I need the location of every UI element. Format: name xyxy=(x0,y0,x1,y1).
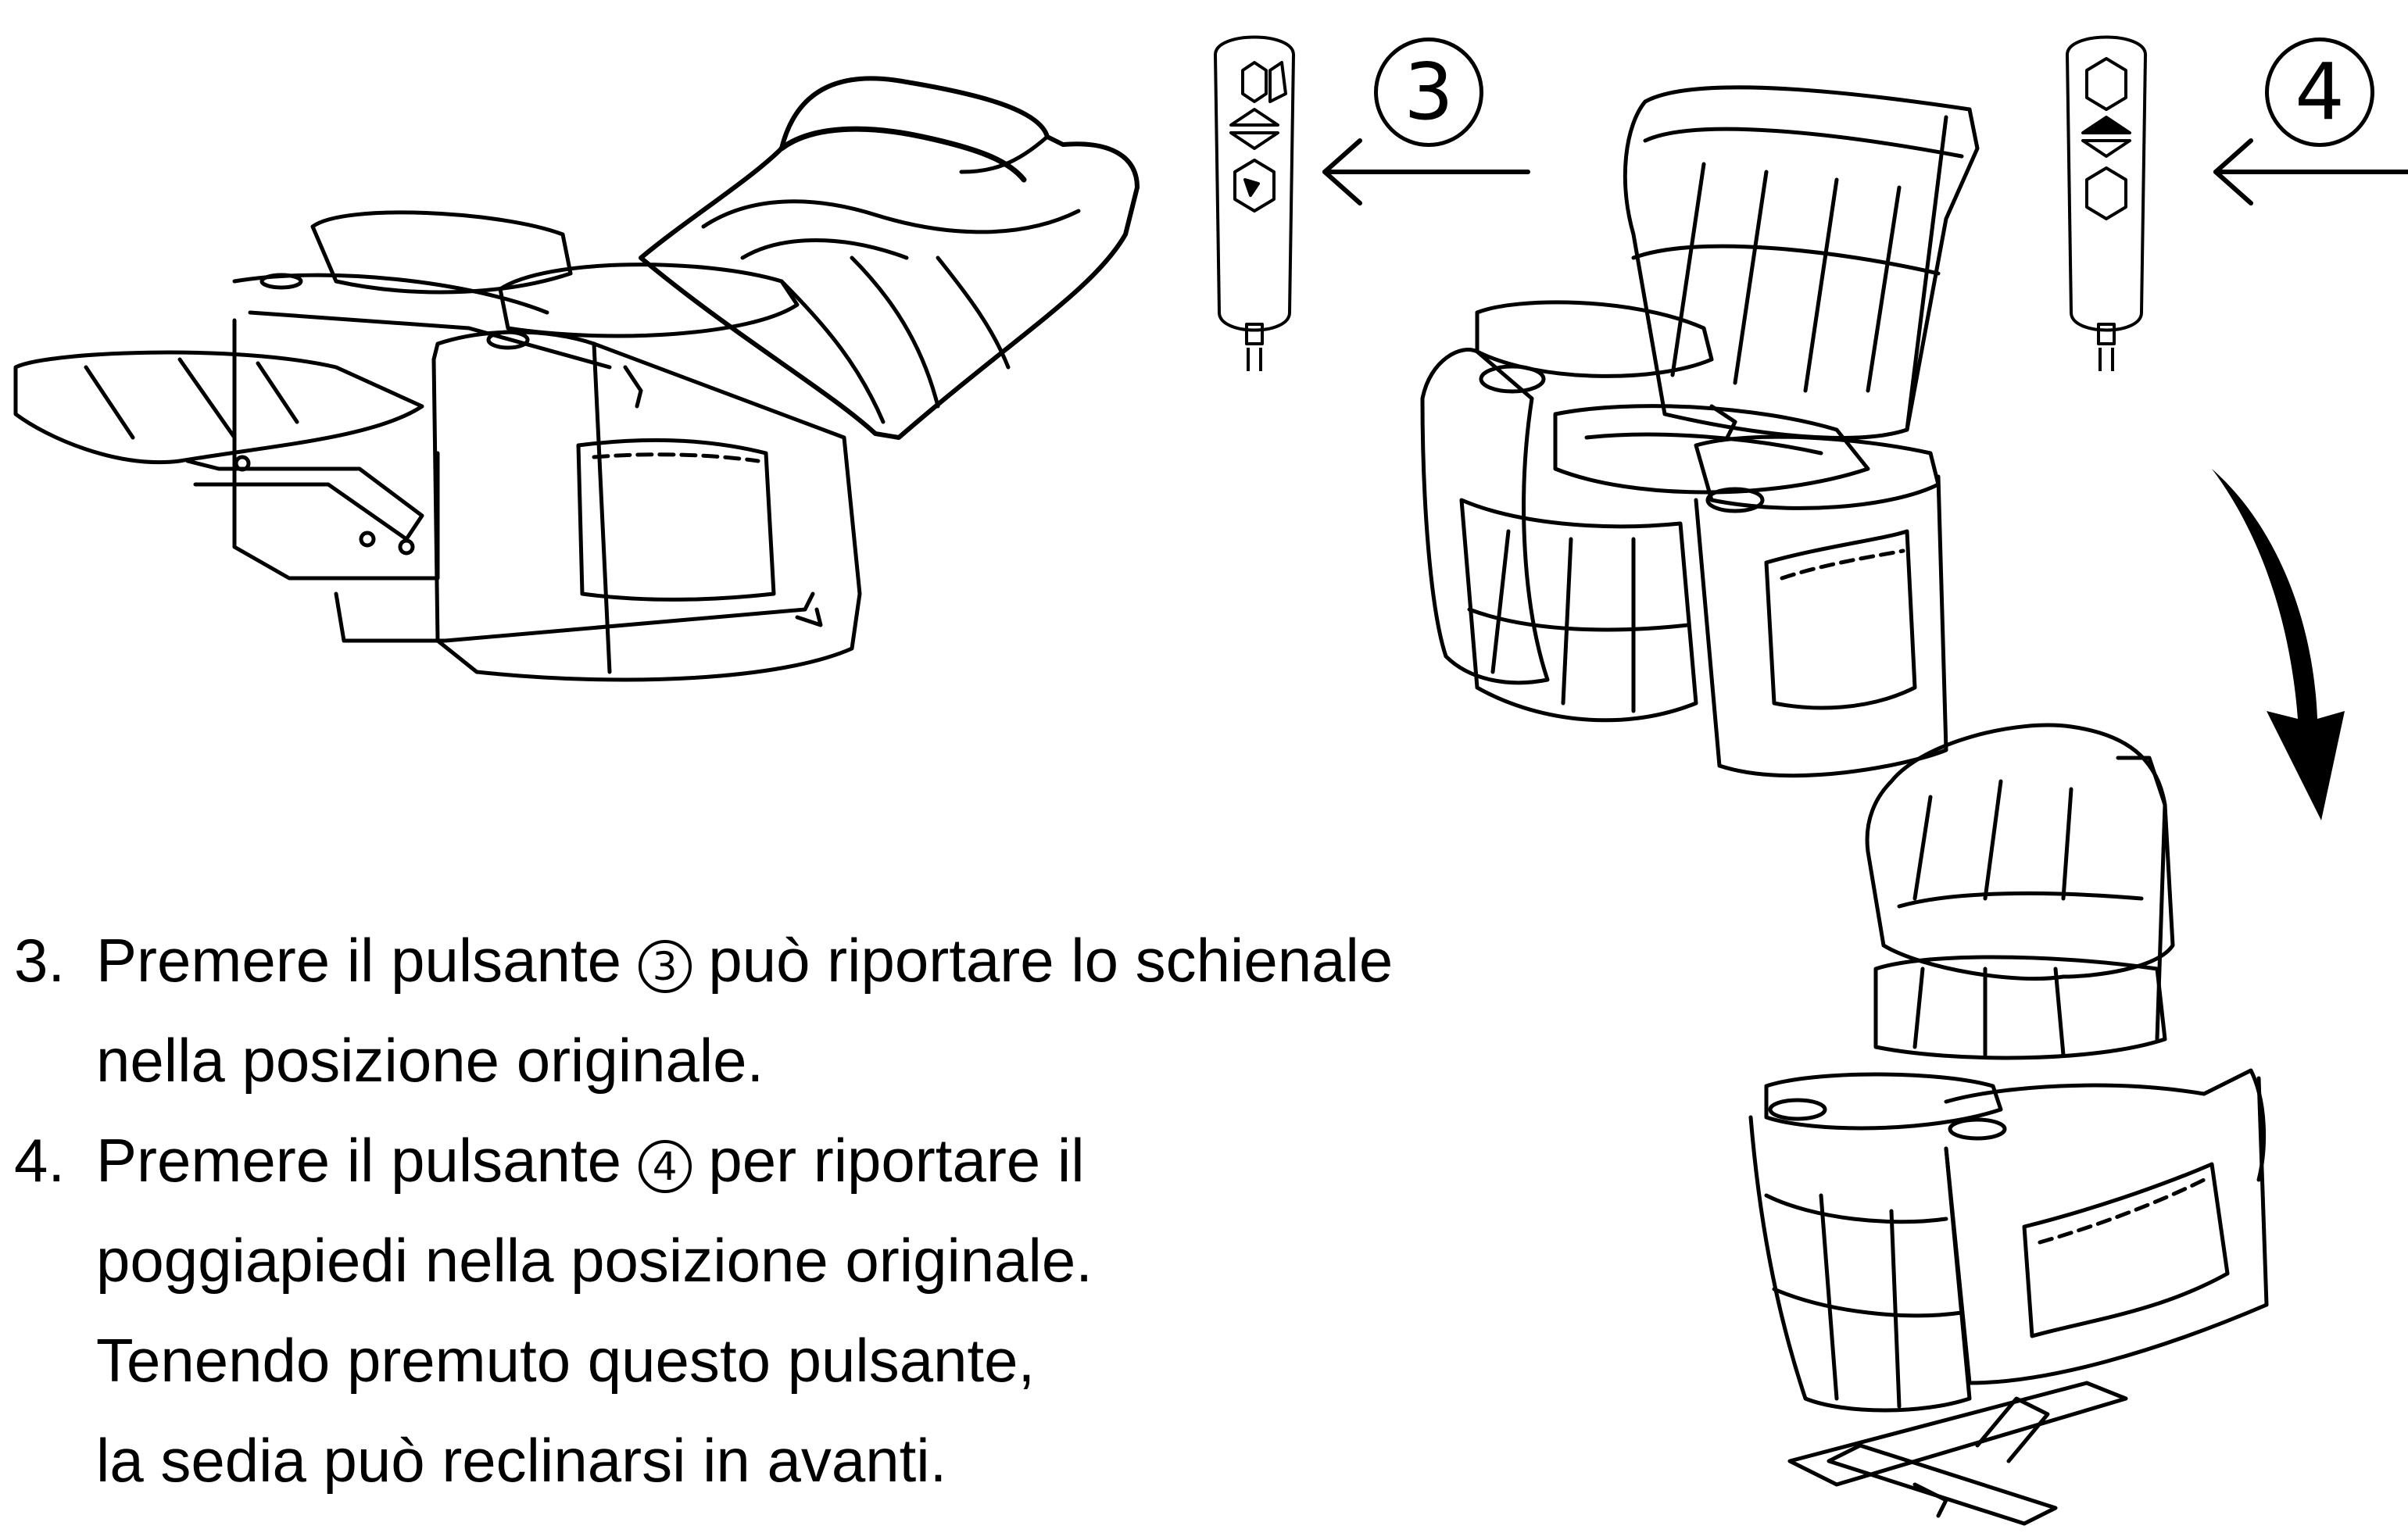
instruction-text: Premere il pulsante xyxy=(96,1126,639,1195)
step-4-number: 4 xyxy=(2295,46,2345,138)
instruction-step-3: 3. Premere il pulsante 3 può riportare l… xyxy=(14,910,1393,1110)
curved-arrow-down-icon xyxy=(2212,469,2345,820)
step-4-marker: 4 xyxy=(2265,38,2374,147)
instruction-line: nella posizione originale. xyxy=(96,1026,764,1095)
remote-control-icon xyxy=(2066,35,2147,371)
instruction-line: poggiapiedi nella posizione originale. xyxy=(96,1226,1093,1295)
arrow-left-icon xyxy=(2213,138,2408,205)
instruction-number: 4. xyxy=(14,1126,66,1195)
recliner-reclined-illustration xyxy=(13,76,1140,682)
arrow-left-icon xyxy=(1322,138,1530,205)
instructions-list: 3. Premere il pulsante 3 può riportare l… xyxy=(14,910,1393,1510)
remote-control-icon xyxy=(1214,35,1295,371)
step-3-number: 3 xyxy=(1404,46,1454,138)
circled-number-symbol: 3 xyxy=(638,940,692,993)
instruction-line: la sedia può reclinarsi in avanti. xyxy=(96,1426,947,1495)
step-3-marker: 3 xyxy=(1374,38,1483,147)
recliner-upright-illustration xyxy=(1420,85,1980,778)
instruction-text: Premere il pulsante xyxy=(96,926,639,995)
instruction-step-4: 4. Premere il pulsante 4 per riportare i… xyxy=(14,1110,1393,1510)
recliner-lift-illustration xyxy=(1748,723,2269,1526)
instruction-text: può riportare lo schienale xyxy=(691,926,1394,995)
instruction-text: per riportare il xyxy=(691,1126,1085,1195)
instruction-line: Tenendo premuto questo pulsante, xyxy=(96,1326,1036,1395)
circled-number-symbol: 4 xyxy=(638,1140,692,1193)
instruction-line: Premere il pulsante 4 per riportare il xyxy=(96,1110,1393,1210)
instruction-number: 3. xyxy=(14,926,66,995)
instruction-line: Premere il pulsante 3 può riportare lo s… xyxy=(96,910,1393,1010)
